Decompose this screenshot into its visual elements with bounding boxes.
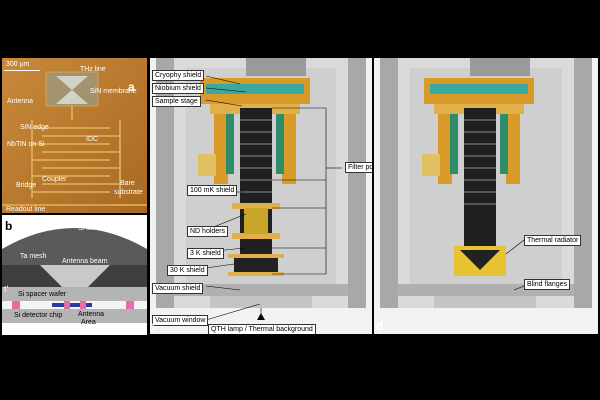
label-antenna-area-2: Area (81, 319, 96, 326)
label-aluminium: Aluminium (79, 326, 112, 333)
label-nbtin: NbTiN (121, 326, 141, 333)
tag-vacuum-window: Vacuum window (152, 315, 209, 326)
spacer-wafer (2, 287, 147, 301)
tag-source: QTH lamp / Thermal background (208, 324, 316, 334)
label-sin: SiN (53, 326, 65, 333)
label-si-detector-chip: Si detector chip (14, 312, 63, 319)
panel-d-letter: d (376, 319, 384, 333)
label-ta-mesh: Ta mesh (20, 253, 47, 260)
antenna-beam (40, 265, 110, 293)
label-antenna-area-1: Antenna (78, 311, 105, 318)
tag-100mk-shield: 100 mK shield (187, 185, 238, 196)
tag-sample-stage: Sample stage (152, 96, 201, 107)
idc-comb (2, 106, 147, 206)
label-coupler: Coupler (42, 176, 67, 183)
panel-c-letter: c (150, 319, 155, 333)
scale-bar-label: 300 μm (6, 61, 30, 68)
label-t-prime: t' (4, 284, 9, 294)
panel-a-micrograph: a 300 μm THz line Antenna SiN membrane S… (2, 58, 147, 213)
cross-section-drawing (2, 228, 147, 323)
label-si-spacer-wafer: Si spacer wafer (18, 291, 67, 298)
label-perminex-glue: Perminex Glue (3, 326, 50, 333)
micrograph-drawing (2, 58, 147, 213)
tag-niobium-shield: Niobium shield (152, 83, 204, 94)
label-si-lens-array: Si lens array (78, 225, 117, 232)
panel-b-cross-section: b Si lens array Ta mesh Antenna beam Si … (2, 215, 147, 335)
detector-chip (2, 309, 147, 323)
panel-b-letter: b (5, 219, 13, 233)
tag-blind-flanges: Blind flanges (524, 279, 571, 290)
label-idc: IDC (86, 136, 99, 143)
label-bare: Bare (120, 180, 135, 187)
tag-nd-holders: ND holders (187, 226, 229, 237)
scale-bar (4, 70, 40, 71)
label-nbtin-on-si: NbTiN on Si (7, 141, 45, 148)
label-sin-membrane: SiN membrane (90, 88, 137, 95)
lens-dome (2, 228, 147, 265)
tag-30k-shield: 30 K shield (167, 265, 208, 276)
antenna-shape (56, 76, 88, 104)
label-readout-line: Readout line (6, 206, 46, 213)
cryostat-variant-drawing (374, 58, 598, 334)
panel-d-cryostat: Thermal radiator Blind flanges d (374, 58, 598, 334)
tag-cryophy-shield: Cryophy shield (152, 70, 205, 81)
label-substrate: substrate (114, 189, 143, 196)
label-bridge: Bridge (16, 182, 37, 189)
tag-vacuum-shield: Vacuum shield (152, 283, 204, 294)
tag-filter-positions: Filter positions (345, 162, 372, 173)
panel-a-letter: a (128, 80, 135, 94)
label-antenna: Antenna (7, 98, 34, 105)
tag-thermal-radiator: Thermal radiator (524, 235, 582, 246)
tag-3k-shield: 3 K shield (187, 248, 224, 259)
label-sin-edge: SiN edge (20, 124, 49, 131)
label-antenna-beam: Antenna beam (62, 258, 108, 265)
panel-c-cryostat: Cryophy shield Niobium shield Sample sta… (150, 58, 372, 334)
label-thz-line: THz line (80, 66, 106, 73)
